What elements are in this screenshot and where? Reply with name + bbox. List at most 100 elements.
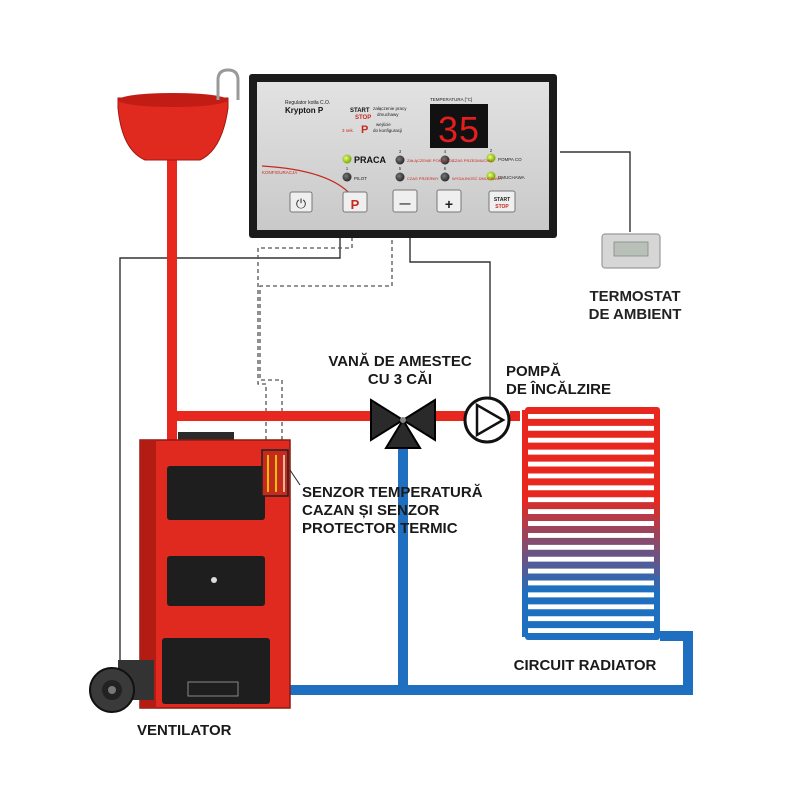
radiator-tube — [525, 561, 660, 569]
radiator-header-right — [654, 469, 660, 483]
radiator-tube — [525, 514, 660, 522]
radiator-header-left — [522, 528, 528, 542]
radiator-header-right — [654, 481, 660, 495]
indicator-dmuchawa: DMUCHAWA — [498, 175, 525, 180]
indicator-praca: PRACA — [354, 155, 387, 165]
boiler-sensor — [261, 449, 301, 497]
boiler — [139, 432, 291, 709]
radiator-tube — [525, 633, 660, 640]
radiator — [520, 406, 660, 642]
radiator-header-right — [654, 505, 660, 519]
radiator-header-left — [522, 410, 528, 423]
radiator-header-right — [654, 528, 660, 542]
radiator-tube — [525, 525, 660, 533]
radiator-header-right — [654, 421, 660, 435]
radiator-tube — [525, 407, 660, 414]
radiator-tube — [525, 478, 660, 486]
indicator-zalaczenie: ZAŁĄCZENIE POMPY CO — [407, 158, 454, 163]
radiator-header-right — [654, 540, 660, 554]
p-time: 3 sek. — [342, 128, 354, 133]
indicator-pilot: PILOT — [354, 176, 367, 181]
radiator-header-right — [654, 493, 660, 507]
radiator-header-right — [654, 445, 660, 459]
label-circuit: CIRCUIT RADIATOR — [513, 657, 657, 674]
radiator-header-right — [654, 457, 660, 471]
stop-label: STOP — [355, 115, 371, 121]
radiator-header-right — [654, 588, 660, 602]
radiator-header-right — [654, 600, 660, 614]
label-ventilator: VENTILATOR — [137, 722, 232, 739]
konfiguracja-label: KONFIGURACJA — [262, 170, 297, 175]
radiator-tube — [525, 430, 660, 438]
indicator-czas-przedmuchu: CZAS PRZEDMUCHU — [452, 158, 492, 163]
radiator-tube — [525, 502, 660, 510]
radiator-header-left — [522, 481, 528, 495]
start-desc: załączenie pracy — [373, 106, 407, 111]
mixing-valve — [370, 398, 436, 449]
radiator-header-right — [654, 517, 660, 530]
radiator-tube — [525, 609, 660, 617]
p-button-glyph[interactable]: P — [351, 197, 360, 212]
cold-water-pipes — [290, 448, 693, 695]
radiator-header-left — [522, 469, 528, 483]
radiator-header-left — [522, 505, 528, 519]
expansion-vessel — [117, 68, 240, 161]
radiator-header-left — [522, 588, 528, 602]
radiator-header-left — [522, 624, 528, 637]
radiator-header-left — [522, 517, 528, 530]
radiator-tube — [525, 490, 660, 498]
radiator-tube — [525, 621, 660, 629]
radiator-header-left — [522, 421, 528, 435]
radiator-header-left — [522, 445, 528, 459]
circulation-pump — [463, 396, 511, 444]
digit-4: 4 — [444, 149, 447, 154]
indicator-wydajnosc: WYDAJNOŚĆ DMUCHAWY — [452, 176, 503, 181]
controller-brand: Regulator kotła C.O. — [285, 100, 330, 106]
radiator-header-right — [654, 433, 660, 447]
plus-button-glyph[interactable]: + — [445, 196, 453, 212]
p-desc: wejście — [376, 122, 391, 127]
digit-2: 2 — [490, 148, 493, 153]
radiator-tube — [525, 418, 660, 426]
digit-6: 6 — [444, 166, 447, 171]
radiator-tube — [525, 454, 660, 462]
radiator-tube — [525, 442, 660, 450]
radiator-header-left — [522, 612, 528, 626]
radiator-header-right — [654, 564, 660, 578]
radiator-tube — [525, 585, 660, 593]
radiator-tube — [525, 573, 660, 581]
controller — [249, 74, 557, 238]
room-thermostat — [601, 233, 661, 269]
p-desc2: do konfiguracji — [373, 128, 402, 133]
radiator-header-right — [654, 576, 660, 590]
p-label: P — [361, 124, 368, 136]
indicator-czas-przerwy: CZAS PRZERWY — [407, 176, 439, 181]
controller-model: Krypton P — [285, 106, 324, 115]
ventilator-fan — [89, 660, 154, 713]
stop-button-label[interactable]: STOP — [495, 204, 509, 210]
label-senzor: SENZOR TEMPERATURĂ CAZAN ȘI SENZOR PROTE… — [302, 484, 483, 537]
radiator-tube — [525, 597, 660, 605]
power-button-glyph[interactable]: ⏻ — [296, 196, 306, 211]
digit-1: 1 — [346, 166, 349, 171]
radiator-header-left — [522, 493, 528, 507]
start-label: START — [350, 108, 370, 114]
radiator-tube — [525, 549, 660, 557]
radiator-tube — [525, 466, 660, 474]
label-termostat: TERMOSTAT DE AMBIENT — [588, 288, 682, 323]
radiator-header-right — [654, 624, 660, 637]
indicator-pompa: POMPA CO — [498, 157, 522, 162]
radiator-header-left — [522, 600, 528, 614]
sensor-wiring — [257, 238, 393, 440]
radiator-header-right — [654, 612, 660, 626]
radiator-header-left — [522, 564, 528, 578]
temperature-header: TEMPERATURA [°C] — [430, 97, 472, 102]
start-button-label[interactable]: START — [494, 197, 510, 203]
radiator-header-right — [654, 552, 660, 566]
radiator-header-left — [522, 552, 528, 566]
radiator-header-right — [654, 410, 660, 423]
minus-button-glyph[interactable]: — — [400, 198, 411, 210]
radiator-tube — [525, 537, 660, 545]
